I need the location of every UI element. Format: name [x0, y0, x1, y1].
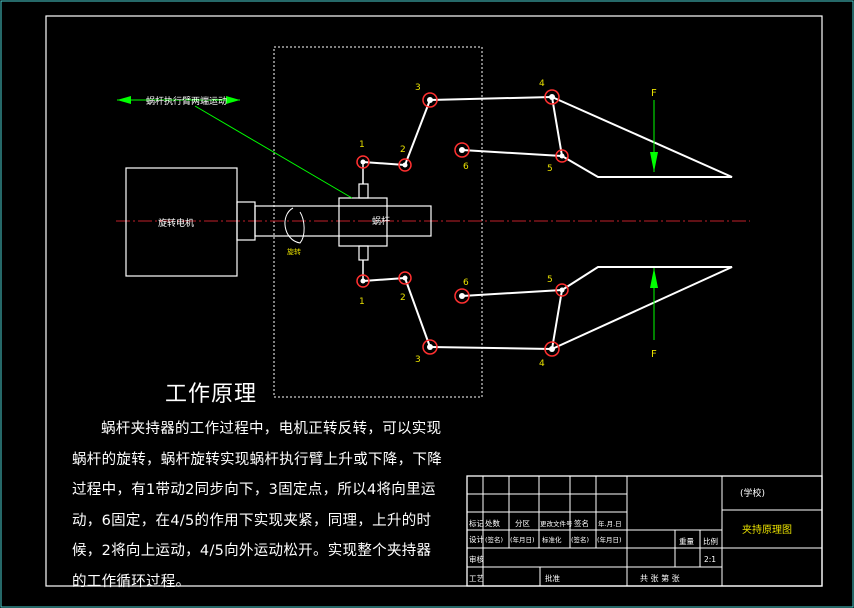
inner-frame	[45, 15, 823, 587]
rotation-label: 旋转	[287, 247, 301, 256]
joint-label-top-2: 2	[400, 145, 406, 155]
force-label-top: F	[651, 88, 657, 99]
tb-mark-3: 分区	[515, 519, 530, 528]
joint-label-bottom-1: 1	[359, 297, 365, 307]
joint-label-bottom-2: 2	[400, 293, 406, 303]
title-block	[466, 475, 823, 587]
tb-scale-value: 2:1	[704, 555, 716, 564]
tb-mark-5: 签名	[574, 518, 589, 528]
tb-approve: 批准	[545, 573, 560, 583]
rotation-arrow	[284, 207, 305, 244]
lower-linkage	[362, 266, 733, 350]
upper-linkage	[362, 96, 733, 178]
principle-title: 工作原理	[165, 382, 258, 407]
motor-label: 旋转电机	[158, 217, 194, 229]
tb-sheets: 共 张 第 张	[640, 573, 680, 583]
tb-design-4: 标准化	[542, 535, 562, 544]
tb-design-6: (年月日)	[597, 535, 622, 544]
tb-scale: 比例	[703, 536, 718, 546]
upper-arm-post	[358, 183, 369, 199]
joint-label-bottom-5: 5	[547, 275, 553, 285]
school-label: (学校)	[740, 487, 765, 499]
joint-label-top-1: 1	[359, 140, 365, 150]
worm-label: 蜗杆	[372, 215, 390, 227]
worm-shaft	[254, 205, 432, 237]
housing-dashed-box	[273, 46, 483, 398]
joint-label-top-5: 5	[547, 164, 553, 174]
tb-weight: 重量	[679, 537, 694, 546]
force-label-bottom: F	[651, 349, 657, 360]
tb-mark-1: 标记	[469, 518, 484, 528]
joint-label-top-3: 3	[415, 83, 421, 93]
tb-mark-6: 年.月.日	[598, 519, 622, 528]
joint-label-top-6: 6	[463, 162, 469, 172]
tb-design-5: (签名)	[571, 535, 589, 544]
lower-arm-post	[358, 245, 369, 261]
joint-label-bottom-4: 4	[539, 359, 545, 369]
tb-mark-2: 处数	[485, 518, 500, 528]
leader-line	[194, 105, 353, 199]
tb-mark-4: 更改文件号	[540, 519, 573, 528]
tb-design-2: (签名)	[485, 535, 503, 544]
leader-note: 蜗杆执行臂两端运动	[146, 95, 227, 107]
tb-design-1: 设计	[469, 534, 484, 544]
principle-description: 蜗杆夹持器的工作过程中，电机正转反转，可以实现蜗杆的旋转，蜗杆旋转实现蜗杆执行臂…	[72, 421, 442, 590]
joint-label-bottom-3: 3	[415, 355, 421, 365]
pivot-joints	[356, 89, 569, 357]
joint-label-top-4: 4	[539, 79, 545, 89]
tb-process: 工艺	[469, 574, 484, 583]
drawing-name: 夹持原理图	[742, 523, 792, 536]
tb-design-3: (年月日)	[510, 535, 535, 544]
joint-label-bottom-6: 6	[463, 278, 469, 288]
tb-review: 审核	[469, 554, 484, 564]
